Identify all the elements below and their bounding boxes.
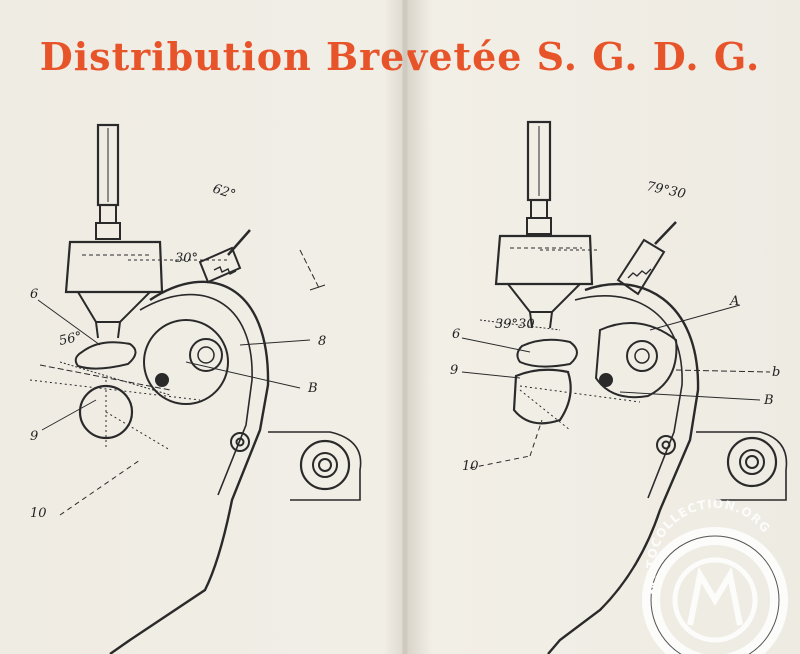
left-angle-top: 62°	[211, 182, 238, 203]
left-cam-pin	[155, 373, 169, 387]
left-follower	[74, 341, 137, 370]
right-label-10: 10	[462, 459, 479, 474]
left-label-9: 9	[30, 429, 38, 444]
left-mechanism-figure	[29, 123, 362, 654]
right-angle-top: 79°30	[645, 179, 687, 202]
right-leader-lines	[461, 249, 771, 469]
right-follower	[516, 338, 578, 368]
right-angle-cam: 39°30	[495, 317, 535, 332]
left-angle-small: 30°	[175, 251, 198, 266]
right-label-B: B	[763, 393, 774, 408]
left-rocker-housing	[64, 240, 164, 339]
left-label-10: 10	[30, 506, 47, 521]
right-rocker-housing	[494, 234, 594, 329]
left-valve-spring	[198, 229, 251, 284]
right-cam-pin	[599, 373, 613, 387]
right-eccentric	[594, 321, 678, 399]
watermark-logo: MOTOCOLLECTION.ORG	[642, 497, 788, 654]
left-label-6: 6	[30, 287, 38, 302]
right-mechanism-figure	[461, 120, 788, 654]
left-push-rod	[95, 123, 121, 240]
left-lug	[230, 431, 362, 501]
right-cam-hub	[626, 340, 658, 372]
left-cam-hub	[189, 338, 223, 372]
right-valve-spring	[616, 221, 677, 296]
right-label-6: 6	[452, 327, 460, 342]
right-label-A: A	[729, 294, 739, 309]
right-push-rod	[526, 120, 552, 235]
left-label-8: 8	[318, 334, 326, 349]
left-eccentric-disc	[143, 319, 229, 405]
right-label-b: b	[772, 365, 780, 380]
left-angle-cam: 56°	[58, 329, 84, 348]
left-frame-curve	[109, 280, 270, 654]
right-base-cam	[512, 368, 572, 425]
right-frame-curve	[547, 282, 700, 654]
left-label-B: B	[307, 381, 318, 396]
right-lug	[656, 431, 788, 501]
page-title: Distribution Brevetée S. G. D. G.	[39, 34, 761, 79]
left-leader-lines	[29, 249, 326, 516]
right-label-9: 9	[450, 363, 458, 378]
